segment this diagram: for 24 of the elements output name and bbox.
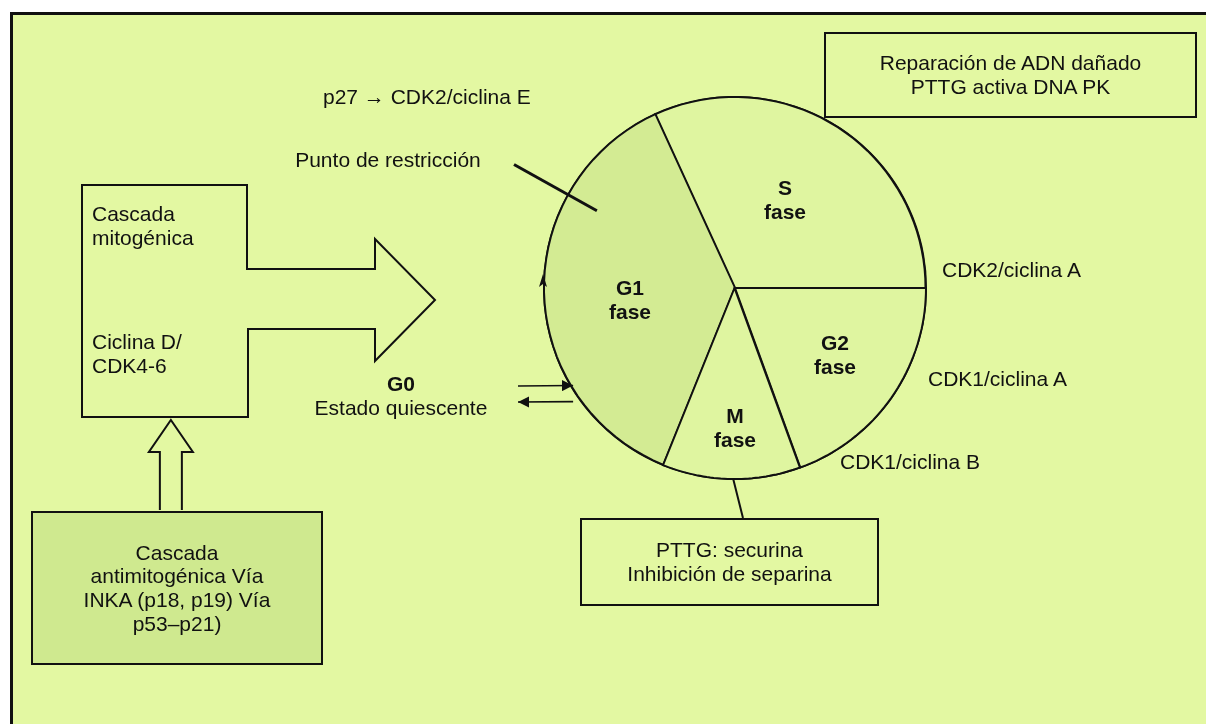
box-text: PTTG: securina Inhibición de separina [626,538,833,586]
arrow-text: Ciclina D/ CDK4-6 [92,330,183,378]
box-text: Cascada antimitogénica Vía INKA (p18, p19) Vía p53–p21) [82,540,272,636]
annotation-text: Estado quiescente [313,395,489,420]
phase-label: M fase [713,404,756,452]
leader-line [513,163,598,213]
phase-label: G2 fase [814,331,856,379]
box-text: Reparación de ADN dañado PTTG activa DNA PK [878,51,1143,99]
leader-line [732,478,744,519]
phase-label: G1 fase [608,276,651,324]
cdk-label: CDK2/ciclina A [942,258,1081,282]
hollow-arrow [146,418,195,511]
cdk-label: CDK1/ciclina A [928,367,1067,391]
phase-label: S fase [763,176,806,224]
note-box [31,511,323,665]
annotation-text: Punto de restricción [294,148,482,172]
note-box [580,518,879,606]
state-heading: G0 [386,372,416,396]
cdk-label: p27 → CDK2/ciclina E [323,85,531,109]
arrow-text: Cascada mitogénica [92,202,195,250]
arrow [517,380,574,392]
note-box [824,32,1197,118]
cdk-label: CDK1/ciclina B [840,450,981,474]
arrow [517,396,574,408]
